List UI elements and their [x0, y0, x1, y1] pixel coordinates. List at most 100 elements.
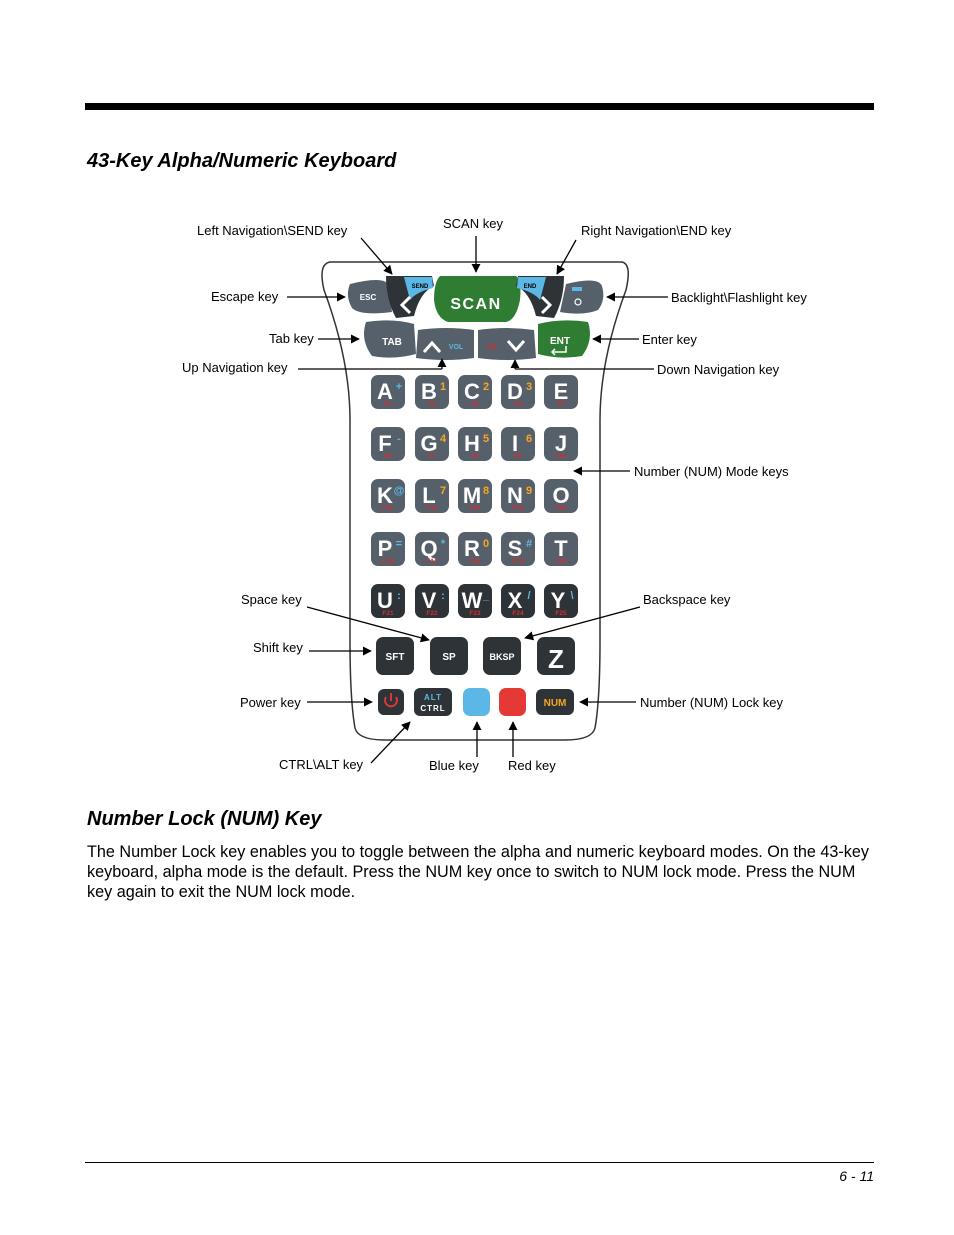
enter-key[interactable]: ENT — [538, 320, 590, 358]
end-label: END — [524, 284, 537, 290]
ctrl-alt-key[interactable]: ALT CTRL — [414, 688, 452, 716]
chevron-up-icon — [422, 340, 442, 353]
key-number: \ — [570, 590, 573, 602]
key-function-label: F13 — [469, 505, 481, 512]
tab-key[interactable]: TAB — [364, 320, 416, 358]
key-f[interactable]: F-F6 — [371, 427, 405, 461]
scan-label: SCAN — [450, 296, 501, 313]
key-function-label: F3 — [471, 401, 479, 408]
key-number: * — [441, 538, 446, 550]
key-function-label: F11 — [383, 505, 394, 512]
key-v[interactable]: V:F22 — [415, 584, 449, 618]
right-navigation-end-key[interactable]: END — [516, 276, 564, 318]
z-label: Z — [548, 644, 564, 674]
backlight-flashlight-key[interactable] — [560, 280, 604, 314]
power-key[interactable] — [378, 689, 404, 715]
key-w[interactable]: W_F23 — [458, 584, 492, 618]
key-letter: Q — [420, 536, 437, 561]
key-letter: K — [377, 483, 393, 508]
key-number: 9 — [526, 485, 532, 497]
bksp-label: BKSP — [489, 652, 514, 662]
key-a[interactable]: A+F1 — [371, 375, 405, 409]
shift-key[interactable]: SFT — [376, 637, 414, 675]
key-function-label: F10 — [555, 453, 567, 460]
blue-key[interactable] — [463, 688, 490, 716]
down-navigation-page-key[interactable]: PG — [478, 328, 536, 360]
send-label: SEND — [412, 284, 429, 290]
key-function-label: F14 — [512, 505, 524, 512]
key-k[interactable]: K@ F11 — [371, 479, 405, 513]
key-number: 7 — [440, 485, 446, 497]
key-number: = — [396, 538, 402, 550]
chevron-down-icon — [506, 340, 526, 353]
key-letter: A — [377, 379, 393, 404]
key-number: + — [396, 381, 402, 393]
key-letter: Y — [551, 588, 566, 613]
up-navigation-volume-key[interactable]: VOL — [416, 328, 474, 360]
callout-left-navigation: Left Navigation\SEND key — [197, 223, 348, 238]
page-number: 6 - 11 — [839, 1168, 874, 1184]
key-y[interactable]: Y\F25 — [544, 584, 578, 618]
callout-backlight: Backlight\Flashlight key — [671, 290, 807, 305]
key-letter: F — [378, 431, 391, 456]
left-navigation-send-key[interactable]: SEND — [386, 276, 434, 318]
return-arrow-icon — [550, 346, 567, 356]
scan-key[interactable]: SCAN — [434, 276, 521, 322]
callout-up-navigation: Up Navigation key — [182, 360, 288, 375]
key-number: - — [397, 433, 401, 445]
pg-label: PG — [487, 344, 498, 351]
ent-label: ENT — [550, 336, 570, 347]
key-letter: S — [508, 536, 523, 561]
key-letter: N — [507, 483, 523, 508]
numlock-paragraph: The Number Lock key enables you to toggl… — [87, 843, 869, 901]
callout-space: Space key — [241, 592, 302, 607]
key-number: @ — [394, 485, 405, 497]
sun-icon — [574, 298, 582, 306]
key-s[interactable]: S#F19 — [501, 532, 535, 566]
escape-key[interactable]: ESC — [347, 280, 392, 314]
key-letter: R — [464, 536, 480, 561]
chevron-right-icon — [540, 295, 553, 315]
key-letter: T — [554, 536, 568, 561]
top-rule — [85, 103, 874, 110]
key-p[interactable]: P=F16 — [371, 532, 405, 566]
number-lock-key[interactable]: NUM — [536, 689, 574, 715]
callout-shift: Shift key — [253, 640, 303, 655]
key-number: _ — [482, 590, 490, 602]
z-key[interactable]: Z — [537, 637, 575, 675]
key-q[interactable]: Q*F17 — [415, 532, 449, 566]
callout-escape: Escape key — [211, 289, 279, 304]
key-u[interactable]: U:F21 — [371, 584, 405, 618]
key-e[interactable]: EF5 — [544, 375, 578, 409]
key-letter: H — [464, 431, 480, 456]
space-key[interactable]: SP — [430, 637, 468, 675]
backspace-key[interactable]: BKSP — [483, 637, 521, 675]
key-function-label: F15 — [555, 505, 567, 512]
callout-tab: Tab key — [269, 331, 314, 346]
callout-num-mode: Number (NUM) Mode keys — [634, 464, 789, 479]
callout-arrows — [287, 236, 668, 764]
key-x[interactable]: X/F24 — [501, 584, 535, 618]
key-number: 5 — [483, 433, 489, 445]
key-function-label: F19 — [512, 558, 524, 565]
callout-power: Power key — [240, 695, 301, 710]
red-key[interactable] — [499, 688, 526, 716]
section-heading-numlock: Number Lock (NUM) Key — [87, 808, 322, 830]
key-function-label: F8 — [471, 453, 479, 460]
key-letter: X — [508, 588, 523, 613]
key-number: 8 — [483, 485, 489, 497]
